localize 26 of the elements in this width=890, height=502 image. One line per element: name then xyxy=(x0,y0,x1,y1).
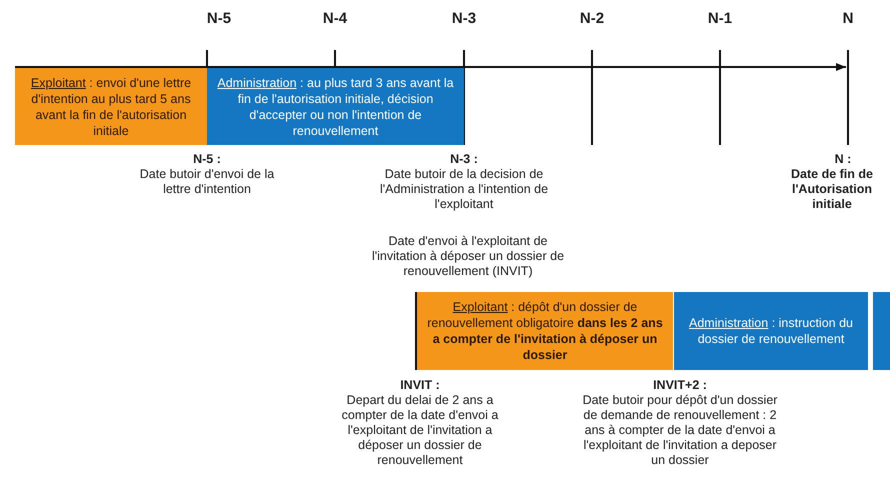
phase-bar xyxy=(417,292,673,370)
date-heading: INVIT+2 : xyxy=(652,378,708,393)
tick-label: N-4 xyxy=(322,10,348,28)
date-heading: N-5 : xyxy=(192,152,222,167)
phase-description: Administration : instruction du dossier de renouvellement xyxy=(688,315,854,347)
note-text: Date d'envoi à l'exploitant de l'invitation à déposer un dossier de renouvellement (INVIT) xyxy=(370,234,566,279)
date-heading: INVIT : xyxy=(399,378,441,393)
tick-label: N-3 xyxy=(450,10,478,28)
date-description: Date de fin de l'Autorisation initiale xyxy=(790,167,874,212)
phase-description: Administration : au plus tard 3 ans avant la fin de l'autorisation initiale, décision d'accepter ou non l'intention de renouvellement xyxy=(216,74,455,138)
date-description: Date butoir pour dépôt d'un dossier de demande de renouvellement : 2 ans à compter de la date d'envoi a l'exploitant de l'invitation a deposer un dossier xyxy=(582,393,778,468)
phase-bar xyxy=(207,68,464,145)
phase-bar xyxy=(15,68,207,145)
tick-label: N-5 xyxy=(206,10,232,28)
date-description: Date butoir d'envoi de la lettre d'intention xyxy=(138,167,276,197)
date-heading: N-3 : xyxy=(449,152,479,167)
phase-description: Exploitant : envoi d'une lettre d'intention au plus tard 5 ans avant la fin de l'autorisation initiale xyxy=(30,74,192,138)
date-description: Date butoir de la decision de l'Administration a l'intention de l'exploitant xyxy=(378,167,550,212)
tick-label: N xyxy=(842,10,854,28)
date-heading: N : xyxy=(834,152,852,167)
bar xyxy=(873,292,890,370)
phase-description: Exploitant : dépôt d'un dossier de renouvellement obligatoire dans les 2 ans a compter de l'invitation à déposer un dossier xyxy=(426,299,664,363)
date-description: Depart du delai de 2 ans a compter de la date d'envoi a l'exploitant de l'invitation a déposer un dossier de renouvellement xyxy=(340,393,500,468)
tick-label: N-1 xyxy=(706,10,734,28)
phase-bar xyxy=(674,292,868,370)
tick-label: N-2 xyxy=(578,10,606,28)
